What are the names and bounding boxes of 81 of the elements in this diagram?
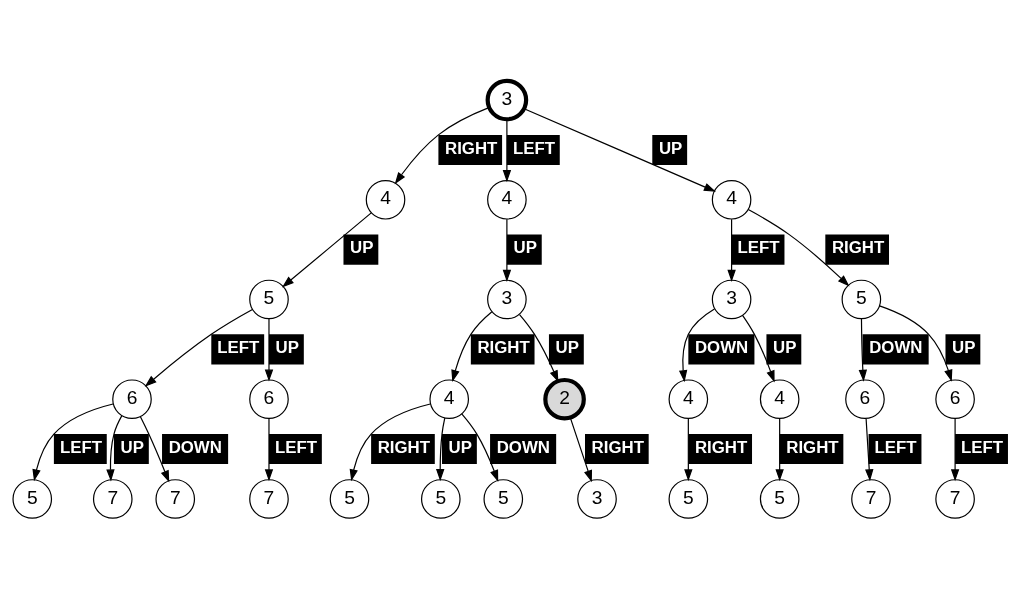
node-circle: 3 [487, 279, 527, 319]
node-circle: 3 [485, 78, 529, 121]
edge-label: RIGHT [786, 437, 839, 457]
node-circle: 7 [155, 478, 196, 519]
edge-label: UP [350, 237, 374, 257]
node-circle: 4 [759, 378, 800, 419]
arrow [523, 107, 716, 192]
arrow [139, 415, 170, 483]
edge-label: LEFT [274, 437, 318, 457]
arrow [106, 414, 123, 481]
arrow [950, 417, 960, 481]
arrow [518, 313, 559, 382]
node-circle: 5 [759, 478, 800, 519]
edge-label: DOWN [168, 437, 222, 457]
edge-label: RIGHT [445, 138, 498, 158]
edge-label: RIGHT [591, 437, 644, 457]
edge-label: DOWN [496, 437, 550, 457]
arrow [282, 211, 372, 287]
node-circle: 5 [420, 478, 461, 519]
node-circle: 3 [711, 279, 752, 319]
edge-label: UP [120, 437, 144, 457]
edge-label: UP [952, 337, 976, 357]
arrow [394, 106, 490, 184]
node-circle: 7 [935, 478, 975, 519]
edge-label: RIGHT [477, 337, 530, 357]
node-circle: 6 [935, 378, 975, 419]
node-circle: 5 [483, 478, 524, 519]
edge-label: UP [555, 337, 579, 357]
node-circle: 4 [429, 378, 470, 419]
edge-label: RIGHT [694, 437, 748, 457]
edge-label: LEFT [737, 237, 780, 257]
node-circle: 5 [668, 478, 709, 519]
arrow [144, 308, 253, 387]
edge-label: RIGHT [831, 237, 885, 257]
node-circle: 7 [249, 478, 289, 519]
arrow [865, 417, 874, 481]
edge-label: UP [773, 337, 797, 357]
arrow [858, 318, 868, 382]
arrow [569, 416, 593, 482]
edge-label: UP [513, 237, 537, 257]
node-circle: 5 [249, 279, 289, 319]
node-circle: 2 [543, 377, 586, 421]
node-circle: 6 [112, 378, 152, 419]
node-circle: 6 [249, 378, 289, 419]
arrow [502, 118, 512, 182]
arrow [878, 304, 953, 382]
node-circle: 6 [845, 378, 885, 419]
node-circle: 7 [92, 478, 133, 519]
edge-label: UP [658, 138, 683, 158]
edge-label: LEFT [217, 337, 260, 357]
node-circle: 4 [487, 179, 527, 220]
edge-label: DOWN [694, 337, 749, 357]
edge-label: LEFT [874, 437, 917, 457]
arrow [349, 402, 431, 481]
arrow [502, 218, 512, 282]
node-circle: 4 [668, 378, 709, 419]
node-circle: 5 [12, 478, 53, 519]
node-circle: 4 [711, 179, 752, 220]
arrow [727, 218, 736, 282]
edge-label: LEFT [961, 437, 1004, 457]
arrow [264, 417, 274, 481]
edge-label: RIGHT [377, 437, 431, 457]
arrow [435, 417, 446, 481]
arrow [32, 402, 114, 481]
arrow [741, 314, 775, 383]
arrow [451, 310, 493, 382]
node-circle: 5 [841, 279, 882, 319]
edge-label: UP [275, 337, 299, 357]
edge-label: DOWN [869, 337, 923, 357]
arrow [775, 417, 784, 481]
node-circle: 3 [577, 478, 617, 519]
edge-label: UP [448, 437, 472, 457]
arrow [264, 317, 274, 382]
edge-label: LEFT [512, 138, 555, 158]
node-circle: 5 [329, 478, 370, 519]
arrow [678, 307, 716, 382]
arrow [747, 208, 850, 286]
arrow [461, 412, 499, 482]
edge-label: LEFT [59, 437, 102, 457]
node-circle: 7 [851, 478, 891, 519]
node-circle: 4 [365, 179, 406, 220]
